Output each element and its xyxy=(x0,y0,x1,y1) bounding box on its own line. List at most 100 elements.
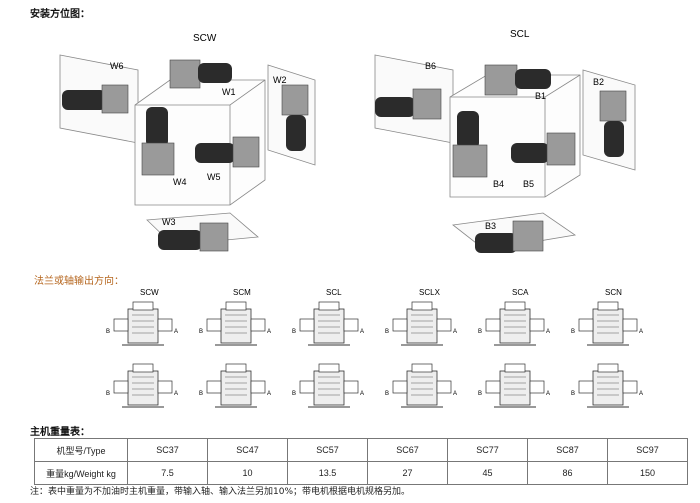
scl-pos-label: B6 xyxy=(425,61,436,71)
side-a-label: A xyxy=(453,329,457,335)
scl-pos-label: B5 xyxy=(523,179,534,189)
scl-title: SCL xyxy=(510,29,530,40)
output-diagram-sclx: SCLX A B A B xyxy=(385,288,457,408)
b4-motor xyxy=(452,111,488,178)
b3-motor xyxy=(475,220,544,253)
side-b-label: B xyxy=(478,391,482,397)
weight-header: 重量kg/Weight kg xyxy=(34,461,128,485)
gearbox-sketch xyxy=(113,301,173,346)
output-type-label: SCA xyxy=(512,288,529,297)
side-a-label: A xyxy=(546,391,550,397)
side-a-label: A xyxy=(453,391,457,397)
side-b-label: B xyxy=(571,329,575,335)
scl-pos-label: B4 xyxy=(493,179,504,189)
output-type-label: SCM xyxy=(233,288,251,297)
table-cell: 27 xyxy=(367,461,448,485)
scw-pos-label: W4 xyxy=(173,177,187,187)
side-a-label: A xyxy=(546,329,550,335)
w6-motor xyxy=(62,84,129,114)
b1-motor xyxy=(484,64,551,96)
side-b-label: B xyxy=(292,329,296,335)
side-b-label: B xyxy=(385,329,389,335)
table-row: 重量kg/Weight kg 7.5 10 13.5 27 45 86 150 xyxy=(34,461,688,485)
gearbox-sketch xyxy=(392,301,452,346)
b6-motor xyxy=(375,88,442,120)
scl-pos-label: B1 xyxy=(535,91,546,101)
table-cell: 10 xyxy=(207,461,288,485)
side-a-label: A xyxy=(639,391,643,397)
gearbox-sketch xyxy=(392,363,452,408)
w2-motor xyxy=(281,84,309,151)
output-type-label: SCL xyxy=(326,288,342,297)
scw-title: SCW xyxy=(193,33,217,44)
weight-section-title: 主机重量表： xyxy=(30,427,90,438)
scw-pos-label: W1 xyxy=(222,87,236,97)
gearbox-sketch xyxy=(206,301,266,346)
table-cell: SC97 xyxy=(607,438,688,462)
side-a-label: A xyxy=(174,391,178,397)
table-cell: 86 xyxy=(527,461,608,485)
side-a-label: A xyxy=(360,391,364,397)
gearbox-sketch xyxy=(485,301,545,346)
scw-pos-label: W6 xyxy=(110,61,124,71)
mounting-section-title: 安装方位图： xyxy=(30,9,90,20)
gearbox-sketch xyxy=(299,301,359,346)
gearbox-sketch xyxy=(578,363,638,408)
scl-pos-label: B3 xyxy=(485,221,496,231)
output-diagram-scl: SCL A B A B xyxy=(292,288,364,408)
scw-pos-label: W5 xyxy=(207,172,221,182)
side-b-label: B xyxy=(106,329,110,335)
table-cell: 45 xyxy=(447,461,528,485)
side-a-label: A xyxy=(174,329,178,335)
side-b-label: B xyxy=(199,329,203,335)
table-cell: 13.5 xyxy=(287,461,368,485)
gearbox-sketch xyxy=(299,363,359,408)
gearbox-sketch xyxy=(113,363,173,408)
output-diagram-scm: SCM A B A B xyxy=(199,288,271,408)
model-header: 机型号/Type xyxy=(34,438,128,462)
side-b-label: B xyxy=(106,391,110,397)
output-type-label: SCN xyxy=(605,288,622,297)
table-cell: 7.5 xyxy=(127,461,208,485)
gearbox-sketch xyxy=(485,363,545,408)
b2-motor xyxy=(599,90,627,157)
side-b-label: B xyxy=(478,329,482,335)
table-cell: SC37 xyxy=(127,438,208,462)
output-type-label: SCLX xyxy=(419,288,441,297)
scl-pos-label: B2 xyxy=(593,77,604,87)
side-a-label: A xyxy=(360,329,364,335)
gearbox-sketch xyxy=(578,301,638,346)
table-cell: 150 xyxy=(607,461,688,485)
side-a-label: A xyxy=(267,391,271,397)
output-diagram-scw: SCW A B A B xyxy=(106,288,178,408)
gearbox-sketch xyxy=(206,363,266,408)
side-a-label: A xyxy=(267,329,271,335)
side-b-label: B xyxy=(292,391,296,397)
side-b-label: B xyxy=(571,391,575,397)
scw-pos-label: W3 xyxy=(162,217,176,227)
side-b-label: B xyxy=(385,391,389,397)
output-diagram-sca: SCA A B A B xyxy=(478,288,550,408)
output-type-label: SCW xyxy=(140,288,159,297)
table-cell: SC57 xyxy=(287,438,368,462)
weight-table: 机型号/Type SC37 SC47 SC57 SC67 SC77 SC87 S… xyxy=(34,438,688,485)
b5-motor xyxy=(511,132,576,166)
scw-mounting-diagram: SCW W6 W1 W2 W4 W5 W3 xyxy=(59,33,316,252)
table-row: 机型号/Type SC37 SC47 SC57 SC67 SC77 SC87 S… xyxy=(34,438,688,462)
table-cell: SC77 xyxy=(447,438,528,462)
output-section-title: 法兰或轴输出方向： xyxy=(34,276,124,287)
footnote: 注：表中重量为不加油时主机重量，带输入轴、输入法兰另加10%；带电机根据电机规格… xyxy=(30,487,411,497)
table-cell: SC87 xyxy=(527,438,608,462)
side-b-label: B xyxy=(199,391,203,397)
w4-motor xyxy=(141,107,175,176)
output-direction-grid: SCW A B A B SCM A B A B SCL A B A B SCLX A B A B SCA A B A B SCN A… xyxy=(100,287,660,417)
w5-motor xyxy=(195,136,260,168)
table-cell: SC67 xyxy=(367,438,448,462)
side-a-label: A xyxy=(639,329,643,335)
w1-motor xyxy=(169,59,232,89)
scw-pos-label: W2 xyxy=(273,75,287,85)
table-cell: SC47 xyxy=(207,438,288,462)
scl-mounting-diagram: SCL B6 B1 B2 B4 B5 B3 xyxy=(374,29,636,253)
output-diagram-scn: SCN A B A B xyxy=(571,288,643,408)
w3-motor xyxy=(158,222,229,252)
